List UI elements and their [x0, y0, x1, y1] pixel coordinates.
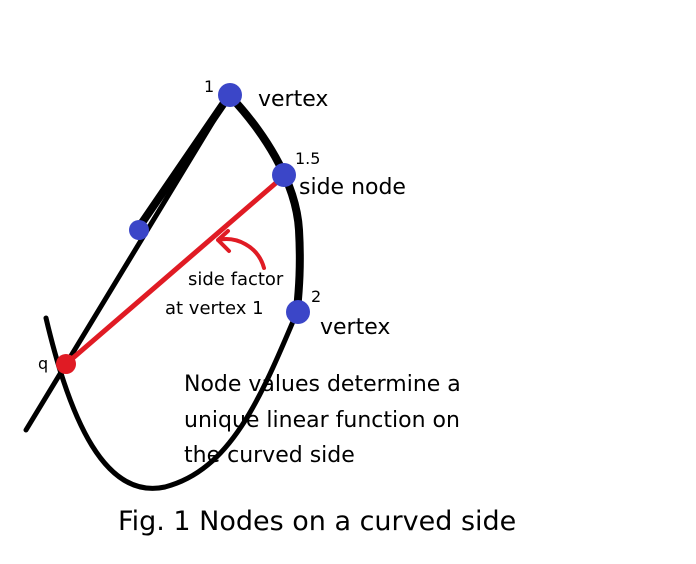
- vertex-2-label: vertex: [320, 315, 390, 340]
- vertex-1-node: [218, 83, 242, 107]
- segment-q-to-side-node: [63, 173, 287, 367]
- side-node-index: 1.5: [295, 149, 320, 168]
- straight-edge-thick-segment: [131, 96, 230, 237]
- lower-curve: [43, 309, 300, 491]
- point-q: [56, 354, 76, 374]
- vertex-2-node: [286, 300, 310, 324]
- side-node-label: side node: [299, 175, 406, 200]
- figure-caption: Fig. 1 Nodes on a curved side: [118, 506, 516, 537]
- vertex-1-label: vertex: [258, 87, 328, 112]
- point-q-label: q: [38, 354, 48, 373]
- note-line-2: unique linear function on: [184, 408, 460, 433]
- vertex-2-index: 2: [311, 287, 321, 306]
- side-factor-label-line-1: side factor: [188, 269, 284, 290]
- edge-midpoint-node: [129, 220, 149, 240]
- side-factor-label-line-2: at vertex 1: [165, 298, 264, 319]
- note-line-1: Node values determine a: [184, 372, 461, 397]
- note-line-3: the curved side: [184, 443, 355, 468]
- vertex-1-index: 1: [204, 77, 214, 96]
- side-node: [272, 163, 296, 187]
- side-factor-arrow-icon: [216, 229, 266, 270]
- curved-side: [226, 92, 304, 314]
